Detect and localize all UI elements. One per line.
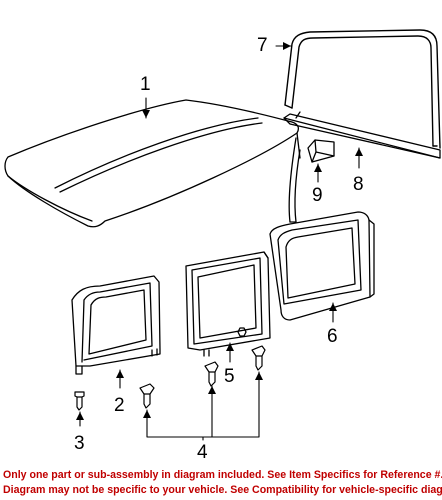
disclaimer-footer: Only one part or sub-assembly in diagram…: [0, 466, 442, 500]
liftgate-glass-frame: [284, 29, 441, 149]
hardtop-roof-panel: [4, 99, 301, 228]
callout-9: 9: [312, 185, 323, 206]
weatherstrip-bar: [283, 111, 441, 159]
arrowheads: [76, 42, 363, 420]
disclaimer-line-1: Only one part or sub-assembly in diagram…: [3, 469, 442, 481]
fastener-3: [74, 391, 85, 411]
fastener-4a: [139, 383, 155, 409]
rear-side-window: [269, 211, 375, 321]
middle-side-window: [185, 251, 271, 357]
bracket-9: [307, 139, 335, 163]
left-side-window: [71, 275, 161, 375]
fastener-4b: [204, 361, 219, 387]
callout-5: 5: [224, 366, 235, 387]
callout-4: 4: [197, 442, 208, 463]
callout-3: 3: [74, 433, 85, 454]
callout-7: 7: [257, 35, 268, 56]
fastener-4c: [251, 345, 266, 371]
callout-8: 8: [353, 174, 364, 195]
disclaimer-line-2: Diagram may not be specific to your vehi…: [3, 484, 442, 496]
callout-1: 1: [140, 74, 151, 95]
callout-2: 2: [114, 395, 125, 416]
callout-6: 6: [327, 326, 338, 347]
